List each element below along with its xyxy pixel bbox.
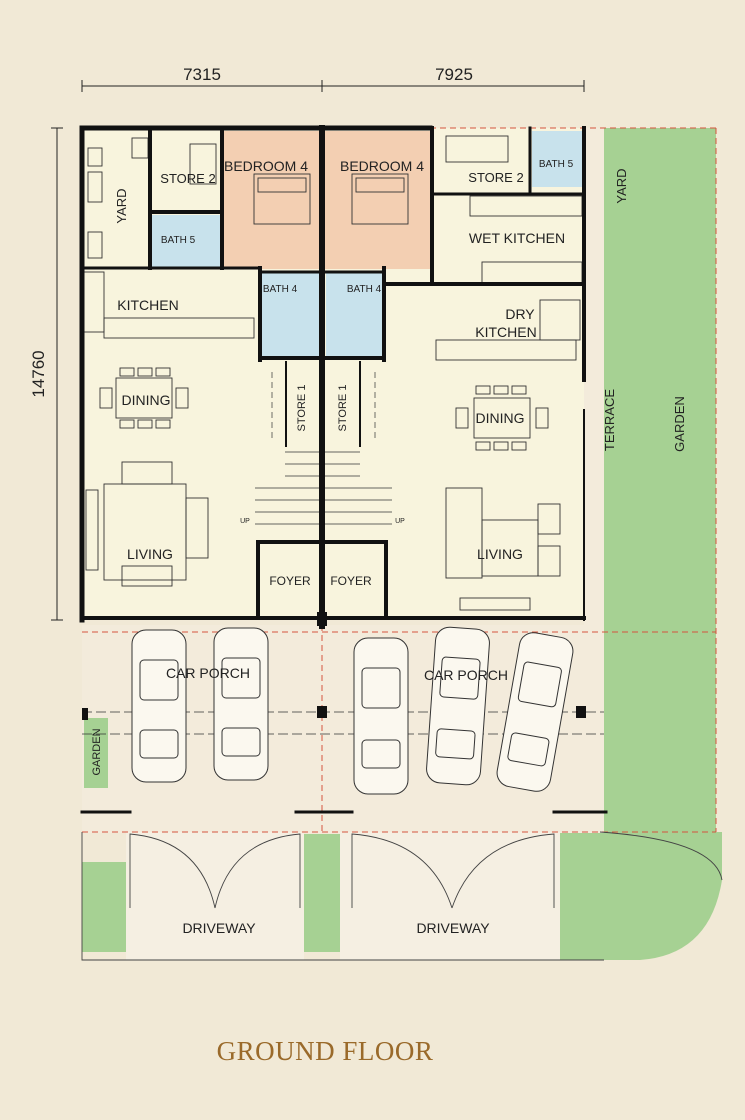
bedroom-right-area [325,131,433,269]
room-label-dining-left: DINING [122,392,171,408]
bath4-left-area [262,273,320,357]
bath5-left-area [152,215,220,267]
dimension-lines [51,80,585,621]
car-icon [213,627,269,781]
cars [131,626,574,795]
pillars [82,612,586,720]
room-label-living-right: LIVING [477,546,523,562]
room-label-store2-left: STORE 2 [160,171,215,186]
room-label-store2-right: STORE 2 [468,170,523,185]
dimension-width-left: 7315 [183,65,221,84]
room-label-driveway-left: DRIVEWAY [182,920,256,936]
garden-corner-area [560,832,722,960]
terrace-strip [584,128,604,633]
room-label-bath5-right: BATH 5 [539,159,574,170]
room-label-dining-right: DINING [476,410,525,426]
room-label-bath5-left: BATH 5 [161,235,196,246]
gates [81,831,723,961]
fills [82,128,722,960]
room-label-store1-left: STORE 1 [296,385,308,432]
walls [79,125,608,814]
dimension-depth: 14760 [29,350,48,397]
boundary-lines [82,127,717,833]
car-icon [353,637,409,795]
room-label-dry-kitchen-2: KITCHEN [475,324,536,340]
stairs [255,372,392,525]
driveway-right-area [340,832,560,960]
room-label-bath4-left: BATH 4 [263,284,298,295]
dimension-width-right: 7925 [435,65,473,84]
stair-label-up-left: UP [240,518,250,525]
garden-bottom-left [82,862,126,952]
room-label-kitchen: KITCHEN [117,297,178,313]
garden-right-area [604,128,716,832]
room-label-bedroom4-left: BEDROOM 4 [224,158,308,174]
stair-label-up-right: UP [395,518,405,525]
room-labels: YARD STORE 2 BEDROOM 4 BEDROOM 4 STORE 2… [91,158,687,936]
room-label-driveway-right: DRIVEWAY [416,920,490,936]
room-label-bath4-right: BATH 4 [347,284,382,295]
room-label-foyer-left: FOYER [269,574,311,588]
bath4-right-area [326,273,384,357]
room-label-terrace: TERRACE [602,389,617,451]
garden-bottom-mid [304,834,340,952]
car-icon [131,629,187,783]
room-label-car-porch-left: CAR PORCH [166,665,250,681]
furniture [83,135,583,611]
room-label-bedroom4-right: BEDROOM 4 [340,158,424,174]
bath5-right-area [532,131,584,187]
room-label-foyer-right: FOYER [330,574,372,588]
room-label-living-left: LIVING [127,546,173,562]
room-label-car-porch-right: CAR PORCH [424,667,508,683]
room-label-garden-left: GARDEN [91,728,103,775]
room-label-wet-kitchen: WET KITCHEN [469,230,565,246]
room-label-garden-right: GARDEN [672,396,687,452]
bedroom-left-area [222,131,322,269]
driveway-left-area [126,832,304,960]
room-label-store1-right: STORE 1 [337,385,349,432]
page-title: GROUND FLOOR [216,1036,434,1066]
room-label-yard-right: YARD [614,168,629,203]
room-label-dry-kitchen-1: DRY [505,306,535,322]
car-icon [496,632,574,792]
room-label-yard-left: YARD [114,188,129,223]
garden-left-area [84,718,108,788]
car-icon [426,626,490,786]
